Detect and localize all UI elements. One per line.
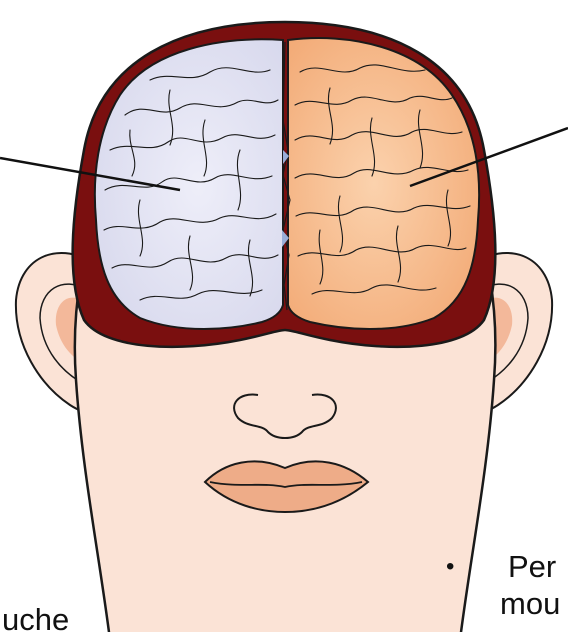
right-caption-line2: mou — [500, 588, 560, 619]
right-caption-line1: Per — [508, 551, 556, 582]
bullet-marker: • — [446, 555, 454, 579]
left-hemisphere-label: uche — [2, 604, 69, 635]
